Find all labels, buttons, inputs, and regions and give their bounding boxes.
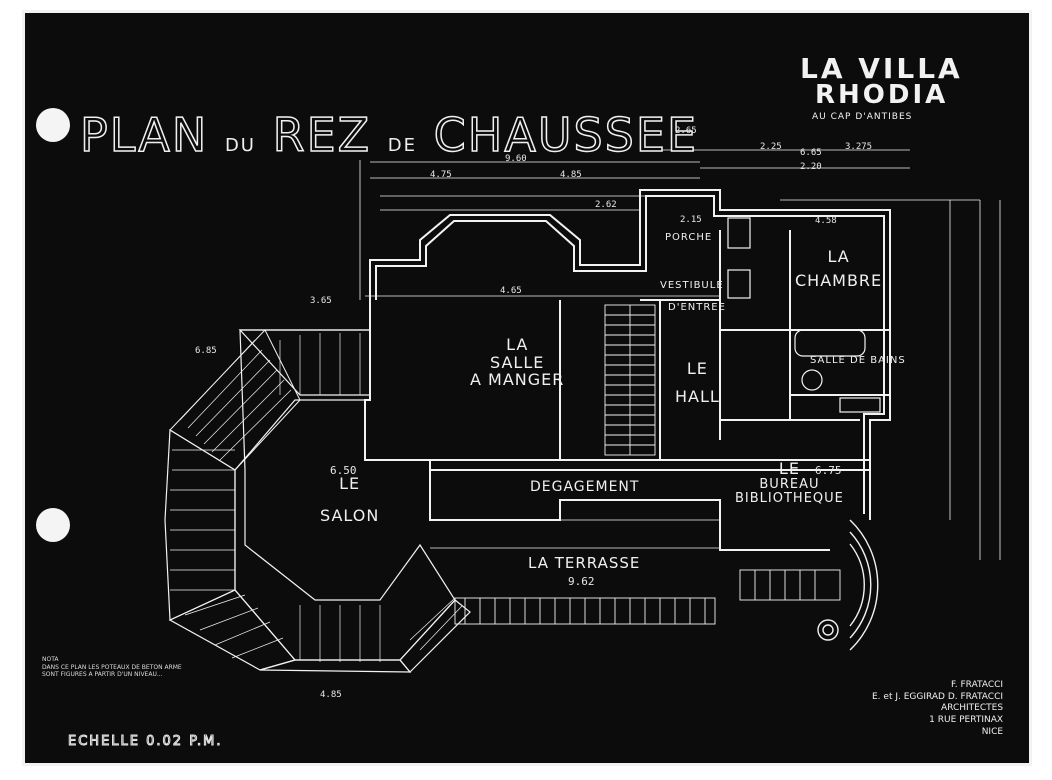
room-degagement: DEGAGEMENT xyxy=(530,479,640,495)
salon-pergola xyxy=(164,329,471,673)
nota-label: NOTA xyxy=(42,656,59,663)
binder-hole-top xyxy=(36,108,70,142)
binder-hole-bottom xyxy=(36,508,70,542)
room-line: A MANGER xyxy=(470,370,565,390)
dimension-label: 2.62 xyxy=(595,200,617,210)
villa-subtitle: AU CAP D'ANTIBES xyxy=(812,112,913,122)
dimension-label: 2.25 xyxy=(760,142,782,152)
round-terrace xyxy=(817,519,879,651)
dimension-label: 9.62 xyxy=(568,575,595,588)
staircase xyxy=(604,304,656,456)
room-line: BIBLIOTHEQUE xyxy=(735,490,844,506)
nota-text: DANS CE PLAN LES POTEAUX DE BETON ARME S… xyxy=(42,663,182,679)
room-line: LA xyxy=(827,247,850,266)
room-porche: PORCHE xyxy=(665,232,713,243)
villa-name-line2: RHODIA xyxy=(815,80,949,110)
room-salle-a-manger: LA SALLE A MANGER xyxy=(470,336,564,389)
credit-line: NICE xyxy=(981,726,1004,737)
dimension-label: 6.50 xyxy=(330,464,357,477)
room-terrasse: LA TERRASSE xyxy=(528,554,641,572)
drawing-title: PLAN DU REZ DE CHAUSSEE xyxy=(79,107,699,163)
room-line: BUREAU xyxy=(759,476,820,492)
dimension-label: 4.65 xyxy=(500,286,522,296)
bathroom-fixtures xyxy=(727,217,881,413)
title-word-plan: PLAN xyxy=(79,107,209,163)
villa-name-line1: LA VILLA xyxy=(800,52,963,85)
room-line: SALLE xyxy=(490,352,545,372)
pergola-slats xyxy=(170,333,463,662)
credit-line: E. et J. EGGIRAD D. FRATACCI xyxy=(872,691,1004,702)
dimension-label: 3.65 xyxy=(310,296,332,306)
title-word-rez: REZ xyxy=(272,107,372,163)
dimension-label: 4.75 xyxy=(430,170,452,180)
room-entree: D'ENTREE xyxy=(668,302,726,313)
dimension-label: 2.20 xyxy=(800,162,822,172)
room-salle-de-bains: SALLE DE BAINS xyxy=(810,355,906,366)
dimension-label: 3.275 xyxy=(845,142,873,152)
room-salon: LE SALON xyxy=(320,475,379,524)
dimension-label: 2.65 xyxy=(675,126,697,136)
dimension-label: 2.15 xyxy=(680,215,702,225)
dimension-label: 4.58 xyxy=(815,216,837,226)
room-bureau: LE BUREAU BIBLIOTHEQUE xyxy=(735,460,844,506)
room-line: SALON xyxy=(320,505,380,525)
room-line: CHAMBRE xyxy=(795,270,883,290)
title-word-chaussee: CHAUSSEE xyxy=(433,107,699,163)
nota-block: NOTA DANS CE PLAN LES POTEAUX DE BETON A… xyxy=(42,656,192,679)
scale-label: ECHELLE 0.02 P.M. xyxy=(68,734,223,750)
dimension-label: 4.85 xyxy=(320,690,342,700)
credits-block: F. FRATACCI E. et J. EGGIRAD D. FRATACCI… xyxy=(872,680,1003,738)
room-chambre: LA CHAMBRE xyxy=(795,248,882,289)
room-line: LE xyxy=(339,474,361,493)
dimension-label: 9.60 xyxy=(505,154,527,164)
dimension-lines xyxy=(359,149,1001,560)
room-line: LA xyxy=(506,335,529,354)
title-word-du: DU xyxy=(224,135,256,156)
room-hall: LE HALL xyxy=(675,360,720,405)
room-line: HALL xyxy=(675,386,720,406)
dimension-label: 4.85 xyxy=(560,170,582,180)
room-vestibule: VESTIBULE xyxy=(660,280,724,291)
dimension-label: 6.65 xyxy=(800,148,822,158)
credit-line: 1 RUE PERTINAX xyxy=(929,715,1004,726)
title-word-de: DE xyxy=(387,135,418,156)
blueprint-sheet xyxy=(22,10,1032,766)
credit-line: F. FRATACCI xyxy=(951,680,1004,690)
dimension-label: 6.75 xyxy=(815,464,842,477)
terrace-railing xyxy=(454,569,841,625)
credit-line: ARCHITECTES xyxy=(941,703,1004,714)
room-line: LE xyxy=(686,359,708,378)
room-line: LE xyxy=(778,459,800,478)
dimension-label: 6.85 xyxy=(195,346,217,356)
